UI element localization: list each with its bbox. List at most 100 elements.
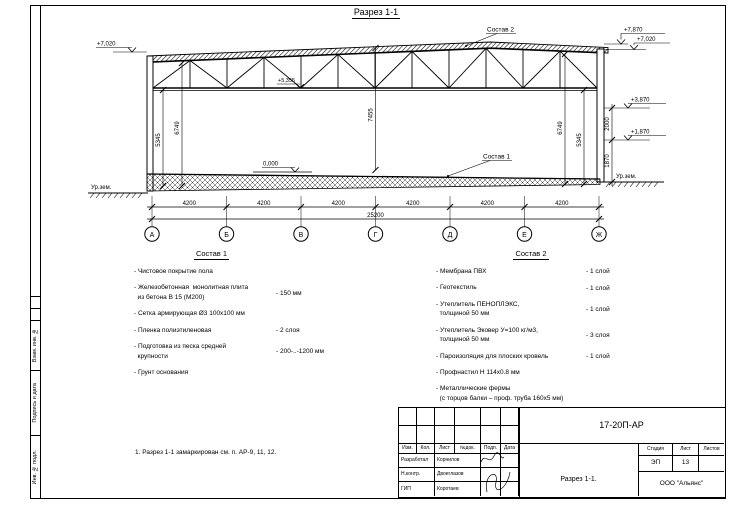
composition-2-section: Состав 2 - Мембрана ПВХ- 1 слой- Геотекс… <box>436 249 721 410</box>
composition-item-text: - Геотекстиль <box>436 283 586 293</box>
axis-label: Г <box>374 232 378 239</box>
composition-2-title: Состав 2 <box>436 249 626 260</box>
stamp-date-cell <box>501 454 519 468</box>
dim-tick <box>372 166 379 174</box>
composition-item: - Металлические фермы (с торцов балки – … <box>436 384 721 404</box>
floor-finish-line <box>146 173 601 180</box>
vertical-dim-label: 7455 <box>369 108 375 122</box>
ground-hatch-tick <box>617 181 623 188</box>
ground-level-left: Ур.зем. <box>88 185 148 194</box>
composition-line: - Подготовка из песка средней <box>134 342 227 350</box>
composition-line: - Утеплитель Эковер У=100 кг/м3, <box>436 326 538 334</box>
dim-tick <box>595 203 603 211</box>
truss-diagonal <box>152 60 191 89</box>
margin-strip-cell <box>30 296 40 308</box>
composition-item: - Подготовка из песка средней крупности-… <box>134 342 404 362</box>
stamp-signature-cell <box>481 454 501 468</box>
axis-bubble <box>591 226 607 242</box>
leader-line <box>447 160 491 177</box>
span-dim-label: 4200 <box>481 201 495 207</box>
elevation-right-low: +1,870 <box>604 130 666 141</box>
truss-diagonal <box>522 50 561 89</box>
dim-tick <box>608 178 616 186</box>
sheet-label-cell: Лист <box>673 444 699 456</box>
sheet-frame <box>40 5 726 499</box>
note: 1. Разрез 1-1 замаркирован см. п. АР-9, … <box>135 449 277 456</box>
axis-bubble <box>293 226 309 242</box>
composition-line: - Пленка полиэтиленовая <box>134 326 212 334</box>
composition-item-text: - Сетка армирующая Ø3 100x100 мм <box>134 309 276 319</box>
composition-line: - Железобетонная монолитная плита <box>134 284 249 292</box>
ground-hatch-tick <box>125 192 131 199</box>
stamp-role: Разработал <box>399 454 435 468</box>
dim-tick <box>297 203 305 211</box>
composition-1-section: Состав 1 - Чистовое покрытие пола- Желез… <box>134 249 404 384</box>
doc-title-cell: Разрез 1-1. <box>519 444 639 496</box>
composition-item-value: - 3 слоя <box>586 331 610 339</box>
axis-bubble <box>516 226 533 242</box>
composition-line: крупности <box>134 352 168 360</box>
callout-floor-composition: Состав 1 <box>447 154 512 177</box>
ground-hatch-tick <box>101 192 107 199</box>
stage-label-cell: Стадия <box>639 444 673 456</box>
elevation-label: +7,870 <box>624 28 643 34</box>
ground-hatch-tick <box>635 181 641 188</box>
elevation-flag-icon <box>623 103 633 109</box>
margin-strip-cell: Взам. инв. № <box>30 320 40 370</box>
total-dim-label: 25200 <box>367 213 384 219</box>
sheet-number-cell: 13 <box>673 456 699 472</box>
signatures <box>480 452 511 493</box>
revision-cell <box>399 426 417 444</box>
dim-tick <box>580 86 588 94</box>
elevation-flag-icon <box>290 167 300 173</box>
composition-line: - Утеплитель ПЕНОПЛЭКС, <box>436 300 520 308</box>
elevation-label: +7,020 <box>97 42 116 48</box>
composition-item-value: - 1 слой <box>586 268 610 276</box>
revision-cell <box>417 426 435 444</box>
doc-number-cell: 17-20П-АР <box>519 408 724 444</box>
composition-item-text: - Металлические фермы (с торцов балки – … <box>436 384 586 404</box>
composition-item: - Геотекстиль- 1 слой <box>436 283 721 293</box>
callout-label: Состав 2 <box>487 27 514 34</box>
composition-line: из бетона В 15 (М200) <box>134 294 205 301</box>
axis-label: Е <box>522 232 527 239</box>
composition-item-value: - 1 слой <box>586 352 610 360</box>
composition-item: - Пароизоляция для плоских кровель- 1 сл… <box>436 352 721 362</box>
axis-label: А <box>150 232 155 239</box>
composition-item-text: - Железобетонная монолитная плита из бет… <box>134 283 276 303</box>
drawing-view-title-text: Разрез 1-1 <box>351 7 401 19</box>
right-dim-label: 2000 <box>605 117 611 131</box>
ground-hatch-tick <box>119 192 125 199</box>
truss-diagonal <box>300 54 339 89</box>
ground-hatch-tick <box>107 192 113 199</box>
revision-cell <box>435 426 455 444</box>
revision-cell <box>417 408 435 426</box>
dim-tick <box>372 44 379 52</box>
stamp-person: Корнилов <box>435 454 481 468</box>
leader-line <box>465 33 498 47</box>
dim-tick <box>178 59 186 67</box>
composition-line: - Профнастил Н 114х0.8 мм <box>436 368 520 376</box>
elevation-right-ridge: +7,870 <box>604 28 665 45</box>
stamp-role: Н.контр. <box>399 468 435 482</box>
composition-1-title-text: Состав 1 <box>193 249 230 260</box>
ground-hatch-tick <box>605 181 611 188</box>
axis-label: Ж <box>596 232 603 239</box>
span-dim-label: 4200 <box>555 201 569 207</box>
axis-bubble <box>144 226 160 242</box>
ground-hatch-tick <box>611 181 617 188</box>
composition-item: - Профнастил Н 114х0.8 мм <box>436 368 721 378</box>
dim-tick <box>446 203 454 211</box>
ground-label-left: Ур.зем. <box>91 185 112 191</box>
composition-item-value: - 1 слой <box>586 305 610 313</box>
dim-tick <box>608 136 616 144</box>
leader-dot <box>465 45 467 47</box>
composition-1-title: Состав 1 <box>134 249 289 260</box>
ground-hatch-tick <box>95 192 101 199</box>
dim-tick <box>148 215 156 223</box>
truss-diagonal <box>189 60 228 89</box>
truss-diagonal <box>411 51 450 89</box>
